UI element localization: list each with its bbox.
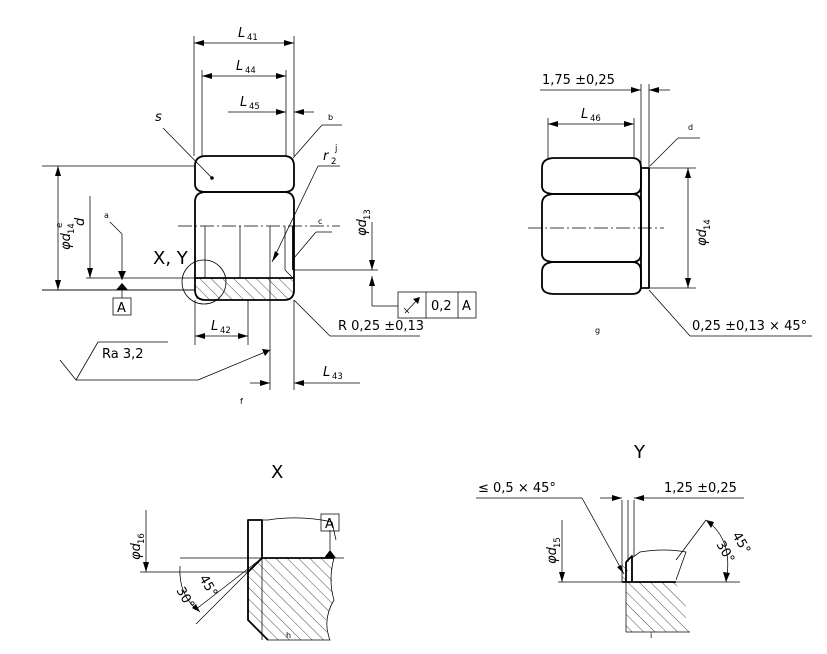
label-y-dim: 1,25 ±0,25 (664, 481, 737, 496)
label-g: g (595, 326, 600, 335)
label-side-d14-sub: 14 (703, 219, 713, 230)
tolerance-frame (397, 291, 477, 319)
label-d16-sub: 16 (137, 533, 147, 544)
tolerance-datum: A (462, 299, 471, 314)
side-view: 1,75 ±0,25 L 46 d φd 14 0,25 ±0,13 × 45°… (528, 73, 812, 337)
label-d14-sub: 14 (67, 223, 77, 234)
label-d-main: d (73, 217, 88, 226)
label-b: b (328, 113, 333, 122)
roughness-symbol (59, 341, 271, 381)
detail-x: X A φd 16 45° 30° h (129, 462, 344, 641)
label-radius: R 0,25 ±0,13 (338, 319, 424, 334)
label-L44-sub: 44 (245, 66, 256, 76)
datum-a-label: A (117, 301, 126, 316)
detail-circle (181, 259, 227, 305)
label-x-45: 45° (196, 573, 221, 600)
label-s: s (155, 110, 162, 125)
label-d13-sub: 13 (363, 209, 373, 220)
label-top-dim: 1,75 ±0,25 (542, 73, 615, 88)
runout-icon (403, 297, 420, 314)
detail-x-datum-box (320, 513, 340, 532)
tolerance-value: 0,2 (431, 299, 452, 314)
label-a: a (104, 211, 109, 220)
label-L41: L (238, 26, 245, 41)
detail-y: Y 1,25 ±0,25 ≤ 0,5 × 45° φd 15 (476, 442, 753, 640)
label-side-d14: φd (695, 228, 710, 246)
label-c: c (318, 217, 322, 226)
label-L42-sub: 42 (220, 326, 231, 336)
datum-box-a (112, 297, 132, 316)
label-L45: L (240, 95, 247, 110)
label-side-chamfer: 0,25 ±0,13 × 45° (692, 319, 807, 334)
label-L43: L (323, 365, 330, 380)
label-L46: L (581, 107, 588, 122)
label-i: i (650, 631, 652, 640)
label-d13-main: φd (355, 218, 370, 236)
label-y-chamfer: ≤ 0,5 × 45° (478, 481, 556, 496)
label-L45-sub: 45 (249, 102, 260, 112)
label-roughness: Ra 3,2 (102, 347, 144, 362)
label-r2: r (323, 149, 330, 164)
detail-x-datum: A (325, 517, 334, 532)
label-L41-sub: 41 (247, 33, 258, 43)
detail-y-title: Y (633, 442, 646, 463)
label-L42: L (211, 319, 218, 334)
nut-outline (194, 155, 295, 193)
label-r2-sup: j (334, 144, 337, 154)
label-d15: φd (545, 546, 560, 564)
detail-y-hatch (626, 582, 690, 632)
label-r2-sub: 2 (331, 157, 336, 167)
label-d15-sub: 15 (553, 537, 563, 548)
main-section-view: s L 41 L 44 L 45 b r 2 j c (42, 26, 477, 406)
label-d14-sup: e (55, 223, 65, 228)
label-L43-sub: 43 (332, 372, 343, 382)
label-L44: L (236, 59, 243, 74)
label-L46-sub: 46 (590, 114, 601, 124)
label-f: f (240, 397, 243, 406)
label-d16: φd (129, 542, 144, 560)
detail-x-hatch (248, 558, 334, 640)
label-xy: X, Y (153, 248, 189, 269)
label-h: h (286, 631, 291, 640)
detail-x-title: X (271, 462, 283, 483)
section-hatch (196, 278, 293, 299)
label-d14-main: φd (59, 232, 74, 250)
label-side-d: d (688, 123, 693, 132)
